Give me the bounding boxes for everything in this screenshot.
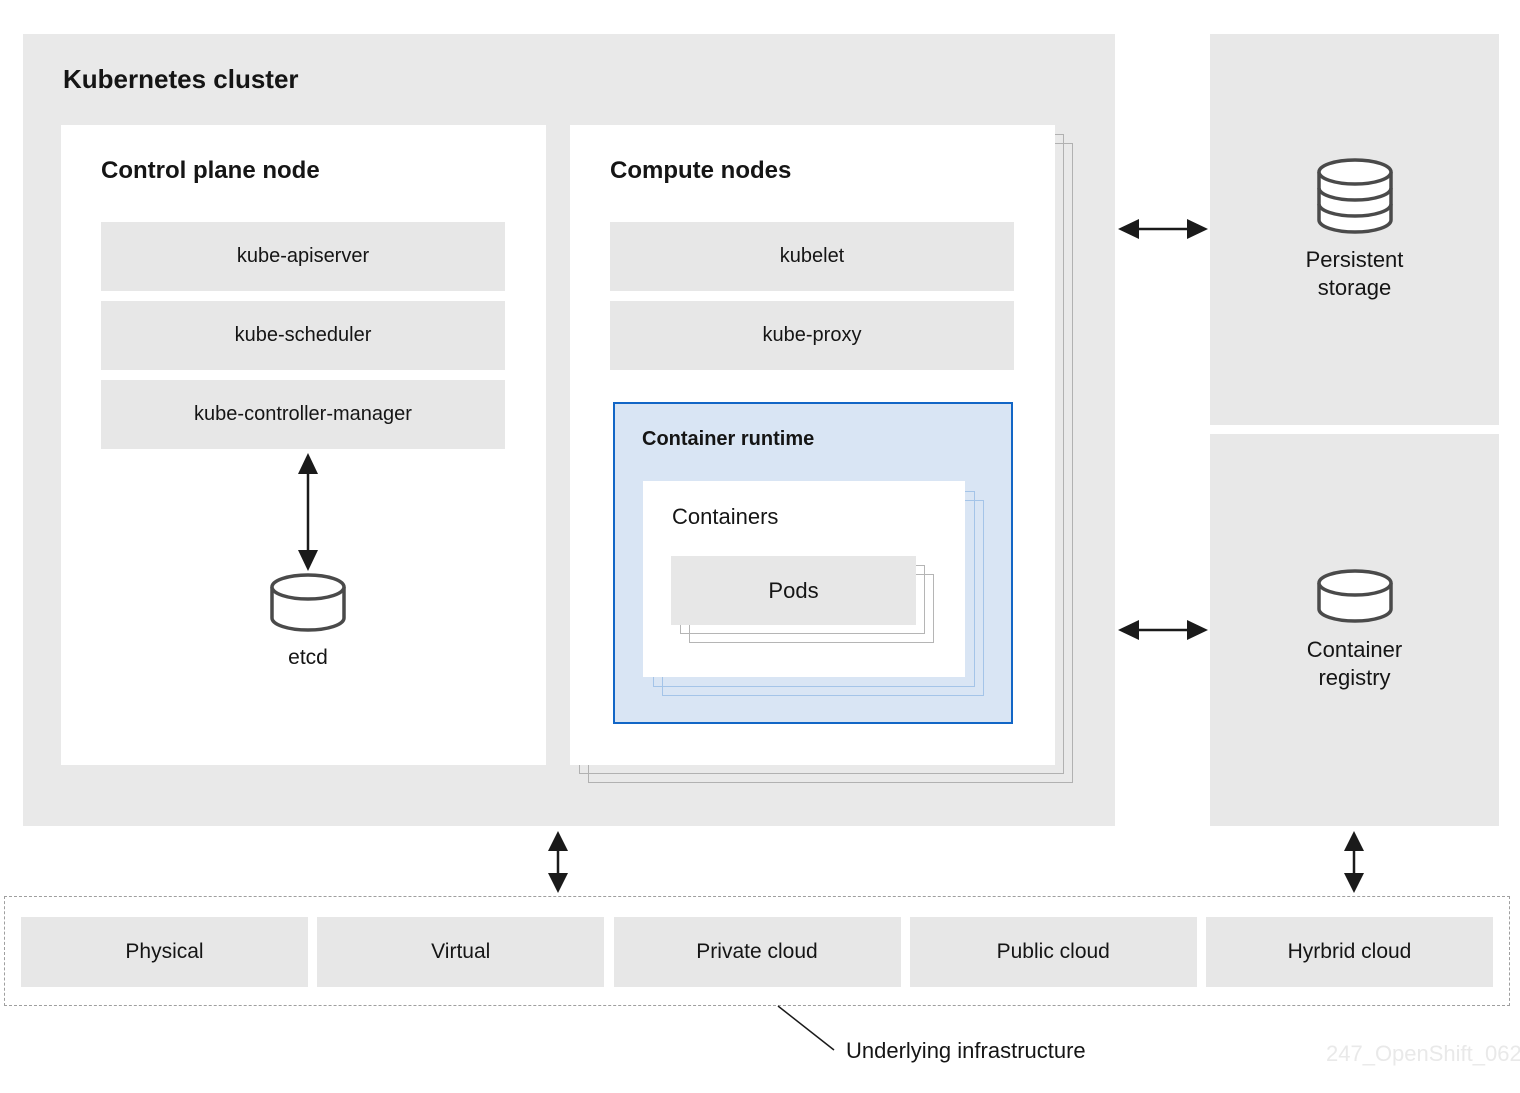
control-plane-title: Control plane node bbox=[101, 157, 320, 184]
kubelet-box: kubelet bbox=[610, 222, 1014, 291]
container-registry-box: Container registry bbox=[1210, 434, 1499, 826]
kubernetes-cluster-box: Kubernetes cluster Control plane node ku… bbox=[23, 34, 1115, 826]
kube-proxy-box: kube-proxy bbox=[610, 301, 1014, 370]
cluster-infrastructure-arrow-icon bbox=[548, 831, 568, 893]
container-runtime-box: Container runtime Containers Pods bbox=[613, 402, 1013, 724]
cluster-title: Kubernetes cluster bbox=[63, 64, 299, 94]
etcd-database-icon bbox=[270, 573, 346, 632]
compute-nodes-box: Compute nodes kubelet kube-proxy Contain… bbox=[570, 125, 1055, 765]
kube-controller-manager-box: kube-controller-manager bbox=[101, 380, 505, 449]
infrastructure-dashed-box: Physical Virtual Private cloud Public cl… bbox=[4, 896, 1510, 1006]
containers-label: Containers bbox=[672, 504, 779, 529]
infrastructure-public-cloud-box: Public cloud bbox=[909, 917, 1197, 987]
registry-infrastructure-arrow-icon bbox=[1344, 831, 1364, 893]
persistent-storage-box: Persistent storage bbox=[1210, 34, 1499, 425]
container-runtime-title: Container runtime bbox=[642, 428, 815, 450]
compute-nodes-title: Compute nodes bbox=[610, 157, 792, 184]
kube-apiserver-box: kube-apiserver bbox=[101, 222, 505, 291]
watermark-text: 247_OpenShift_0622 bbox=[1326, 1041, 1520, 1066]
infrastructure-physical-box: Physical bbox=[21, 917, 308, 987]
infrastructure-private-cloud-box: Private cloud bbox=[613, 917, 901, 987]
cluster-registry-arrow-icon bbox=[1118, 620, 1208, 640]
persistent-storage-label: Persistent storage bbox=[1305, 246, 1404, 300]
infrastructure-virtual-box: Virtual bbox=[317, 917, 605, 987]
container-registry-label: Container registry bbox=[1306, 637, 1403, 690]
disk-cylinder-icon bbox=[1316, 569, 1393, 623]
pods-box: Pods bbox=[671, 556, 916, 625]
control-plane-node-box: Control plane node kube-apiserver kube-s… bbox=[61, 125, 546, 765]
caption-leader-line bbox=[777, 1005, 835, 1051]
bidirectional-arrow-icon bbox=[298, 453, 318, 571]
etcd-label: etcd bbox=[288, 646, 328, 669]
cluster-storage-arrow-icon bbox=[1118, 219, 1208, 239]
infrastructure-hybrid-cloud-box: Hyrbrid cloud bbox=[1206, 917, 1493, 987]
containers-box: Containers Pods bbox=[643, 481, 965, 677]
infrastructure-caption: Underlying infrastructure bbox=[846, 1038, 1086, 1063]
database-stack-icon bbox=[1316, 157, 1393, 234]
kube-scheduler-box: kube-scheduler bbox=[101, 301, 505, 370]
